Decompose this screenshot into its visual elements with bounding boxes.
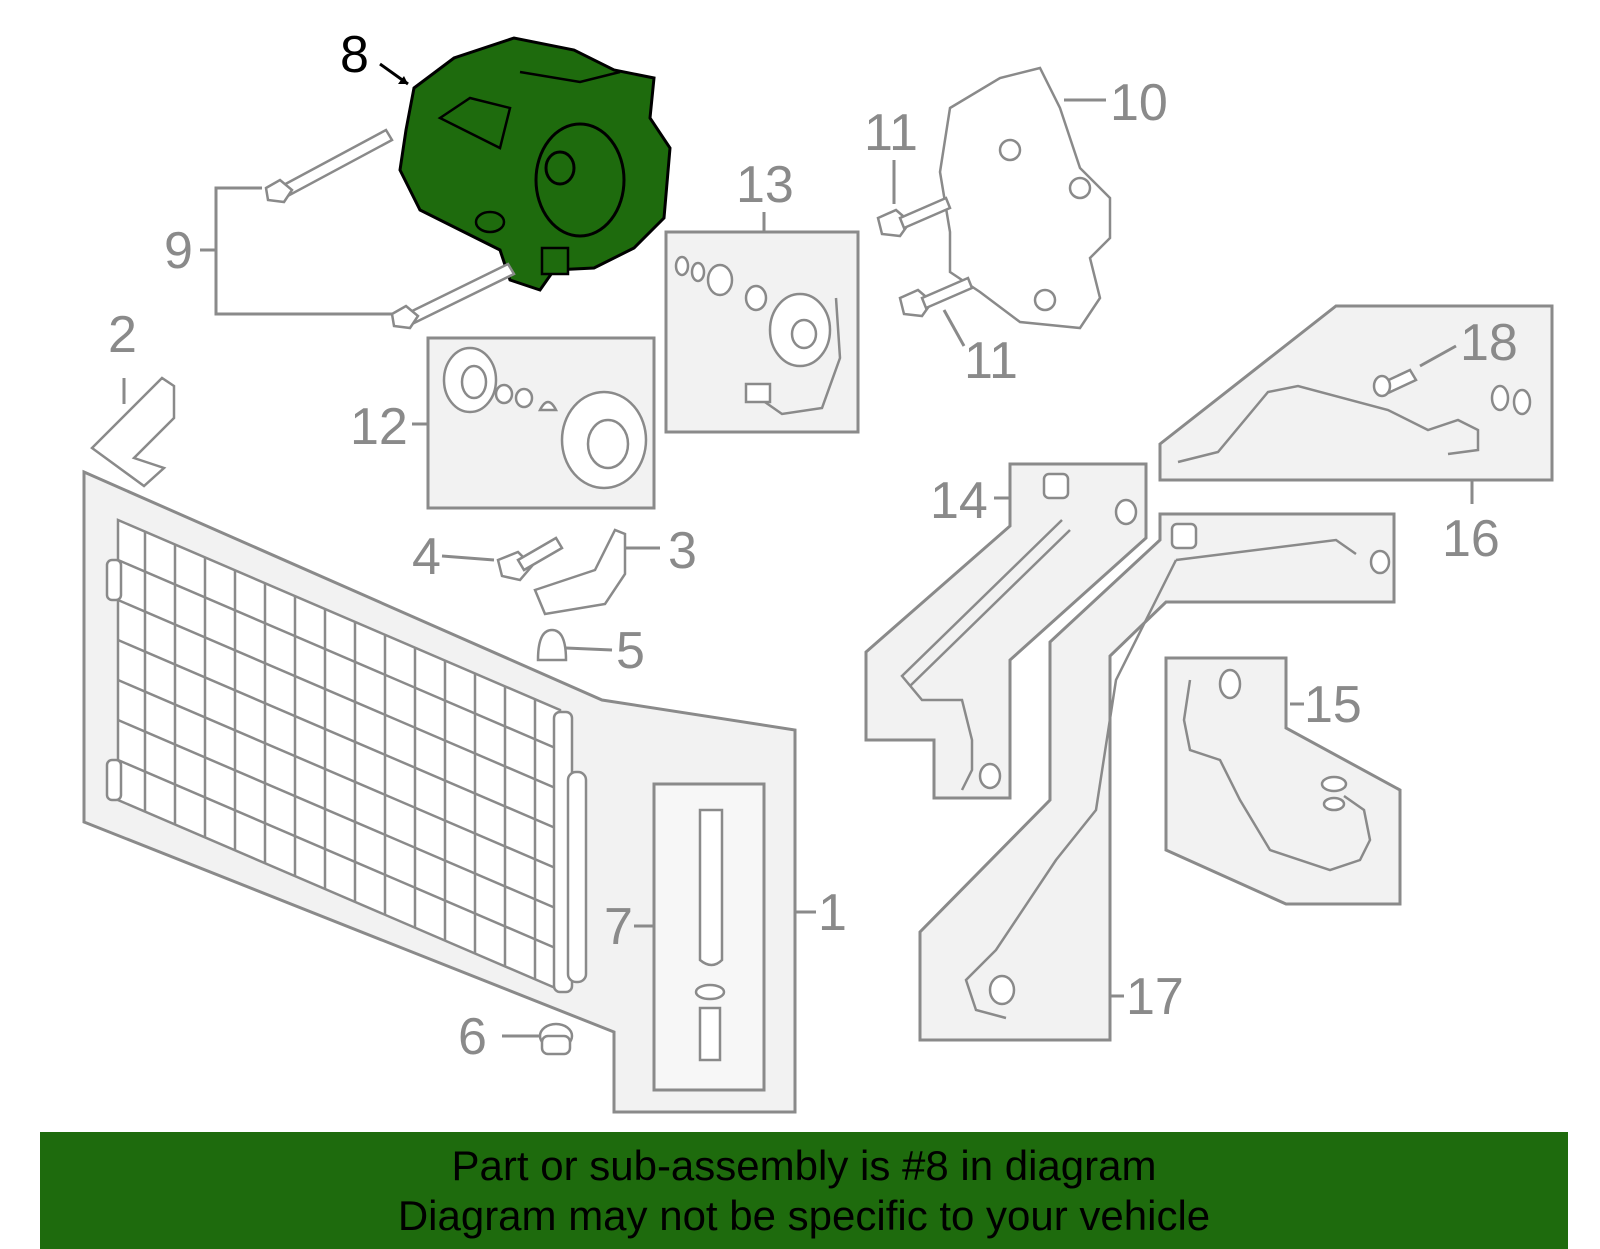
bolts-9[interactable] bbox=[264, 128, 516, 330]
notice-banner: Part or sub-assembly is #8 in diagram Di… bbox=[40, 1132, 1568, 1249]
sensor-18[interactable] bbox=[1372, 368, 1418, 398]
stator-panel bbox=[664, 230, 860, 434]
callout-13: 13 bbox=[736, 156, 794, 214]
condenser-core[interactable] bbox=[105, 518, 588, 994]
callout-18: 18 bbox=[1460, 314, 1518, 372]
bracket-2[interactable] bbox=[90, 376, 176, 488]
callout-11-upper: 11 bbox=[864, 104, 918, 162]
callout-15: 15 bbox=[1304, 676, 1362, 734]
desiccant-bag[interactable] bbox=[698, 808, 724, 967]
callout-17: 17 bbox=[1126, 968, 1184, 1026]
bolt-11-upper[interactable] bbox=[876, 196, 952, 238]
suction-hose[interactable] bbox=[1182, 679, 1372, 872]
callout-14: 14 bbox=[930, 472, 988, 530]
pipe-17[interactable] bbox=[964, 559, 1178, 1020]
callout-3: 3 bbox=[668, 522, 697, 580]
callout-1: 1 bbox=[818, 884, 847, 942]
callout-2: 2 bbox=[108, 306, 137, 364]
callout-5: 5 bbox=[616, 622, 645, 680]
banner-line-1: Part or sub-assembly is #8 in diagram bbox=[451, 1141, 1157, 1189]
suction-hose-panel bbox=[1164, 656, 1402, 906]
bracket-3[interactable] bbox=[533, 528, 627, 616]
cushion-6[interactable] bbox=[538, 1022, 574, 1056]
receiver-plug[interactable] bbox=[698, 1006, 722, 1062]
pipe-panel-17 bbox=[918, 512, 1396, 1042]
pipe-16[interactable] bbox=[1177, 384, 1480, 464]
o-ring[interactable] bbox=[694, 983, 726, 1001]
compressor-bracket-10[interactable] bbox=[938, 66, 1112, 330]
condenser-panel bbox=[82, 469, 797, 1114]
clutch-panel bbox=[426, 336, 656, 510]
callout-12: 12 bbox=[350, 398, 408, 456]
callout-11-lower: 11 bbox=[964, 332, 1018, 390]
callout-6: 6 bbox=[458, 1008, 487, 1066]
compressor-8[interactable] bbox=[398, 36, 672, 292]
discharge-hose-panel bbox=[864, 462, 1148, 800]
callout-9: 9 bbox=[164, 222, 193, 280]
desiccant-subpanel bbox=[652, 782, 766, 1092]
bolt-4[interactable] bbox=[496, 536, 564, 582]
bolt-11-lower[interactable] bbox=[898, 276, 974, 318]
discharge-hose[interactable] bbox=[900, 519, 1063, 791]
pipe-panel-16 bbox=[1158, 304, 1554, 482]
callout-7: 7 bbox=[604, 898, 633, 956]
callout-10: 10 bbox=[1110, 74, 1168, 132]
callout-8: 8 bbox=[340, 26, 369, 84]
leader-lines bbox=[122, 62, 1474, 1038]
cushion-5[interactable] bbox=[536, 628, 568, 662]
callout-4: 4 bbox=[412, 528, 441, 586]
callout-16: 16 bbox=[1442, 510, 1500, 568]
banner-line-2: Diagram may not be specific to your vehi… bbox=[397, 1191, 1211, 1239]
